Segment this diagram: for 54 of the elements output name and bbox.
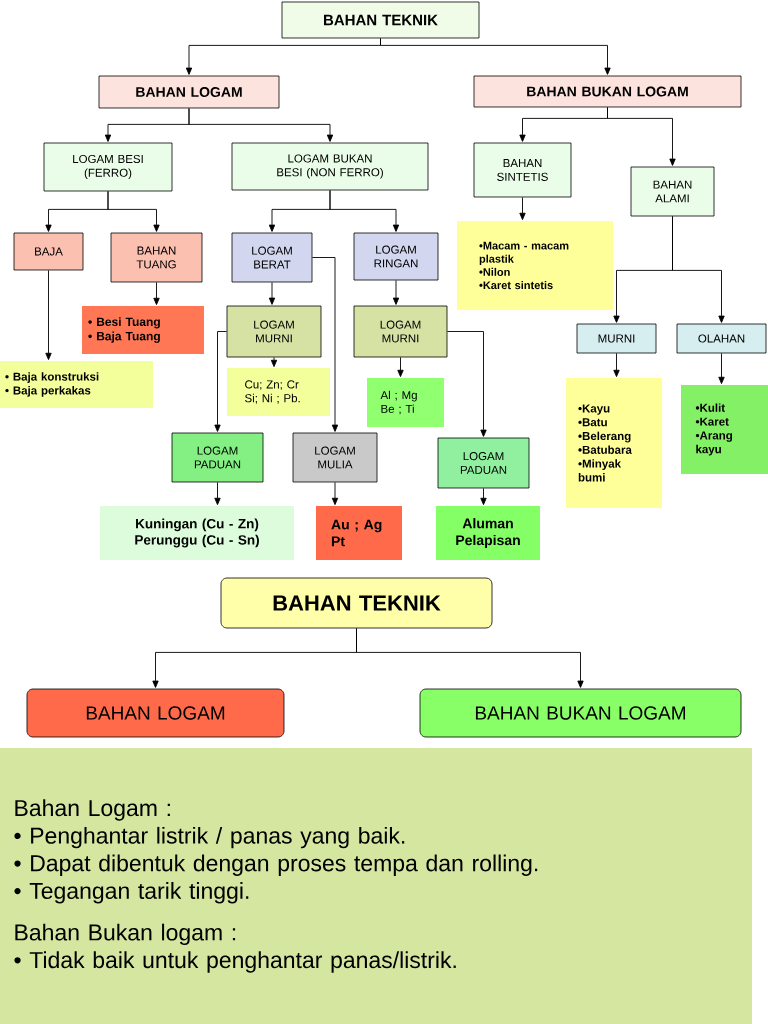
category-box: BAJA — [13, 232, 84, 271]
arrow — [519, 196, 526, 221]
arrow — [329, 189, 400, 232]
list-box: •Macam - macam plastik •Nilon •Karet sintetis — [457, 221, 613, 310]
category-box: BAHAN TEKNIK — [281, 1, 480, 39]
category-box: BAHAN LOGAM — [26, 688, 285, 738]
arrow — [480, 487, 487, 506]
list-box: •Kulit •Karet •Arang kayu — [681, 385, 768, 474]
note-panel: Bahan Logam : • Penghantar listrik / panas yang baik. • Dapat dibentuk dengan proses tempa dan rolling. • Tegangan tarik tinggi. Bahan Bukan logam : • Tidak baik untuk penghantar panas/listrik. — [0, 748, 752, 1024]
arrow — [331, 481, 339, 506]
arrow — [718, 352, 725, 385]
arrow — [311, 257, 339, 432]
category-box: OLAHAN — [676, 323, 767, 354]
category-box: LOGAM MULIA — [292, 432, 378, 483]
list-box: Aluman Pelapisan — [436, 506, 540, 560]
category-box: BAHAN BUKAN LOGAM — [419, 688, 742, 738]
category-box: LOGAM BESI (FERRO) — [43, 142, 173, 192]
category-box: LOGAM BUKAN BESI (NON FERRO) — [231, 142, 429, 191]
arrow — [446, 331, 487, 437]
category-box: LOGAM BERAT — [231, 232, 313, 283]
category-box: BAHAN LOGAM — [98, 75, 280, 109]
category-box: LOGAM PADUAN — [171, 432, 264, 483]
category-box: LOGAM PADUAN — [437, 437, 530, 489]
category-box: BAHAN TEKNIK — [220, 577, 493, 629]
category-box: LOGAM MURNI — [226, 305, 322, 358]
category-box: BAHAN BUKAN LOGAM — [473, 75, 742, 108]
list-box: • Besi Tuang • Baja Tuang — [82, 306, 204, 354]
arrow — [380, 37, 611, 75]
arrow — [270, 356, 278, 368]
arrow — [397, 356, 404, 378]
list-box: • Baja konstruksi • Baja perkakas — [0, 361, 153, 408]
category-box: LOGAM RINGAN — [353, 232, 439, 281]
category-box: BAHAN ALAMI — [630, 166, 715, 217]
arrow — [268, 281, 276, 305]
arrow — [153, 281, 160, 306]
list-box: Kuningan (Cu - Zn) Perunggu (Cu - Sn) — [100, 506, 294, 560]
arrow — [607, 106, 676, 166]
arrow — [45, 269, 52, 361]
category-box: LOGAM MURNI — [353, 305, 448, 358]
arrow — [214, 331, 228, 432]
arrow — [356, 627, 584, 688]
arrow — [107, 190, 160, 232]
arrow — [214, 481, 221, 506]
list-box: •Kayu •Batu •Belerang •Batubara •Minyak bumi — [566, 378, 662, 508]
arrow — [188, 107, 334, 142]
list-box: Al ; Mg Be ; Ti — [367, 378, 444, 427]
list-box: Au ; Ag Pt — [316, 506, 402, 560]
arrow — [672, 215, 725, 323]
arrow — [613, 352, 620, 378]
category-box: MURNI — [576, 323, 657, 354]
category-box: BAHAN TUANG — [110, 232, 203, 283]
arrow — [392, 279, 400, 305]
list-box: Cu; Zn; Cr Si; Ni ; Pb. — [227, 368, 330, 416]
category-box: BAHAN SINTETIS — [473, 142, 572, 198]
